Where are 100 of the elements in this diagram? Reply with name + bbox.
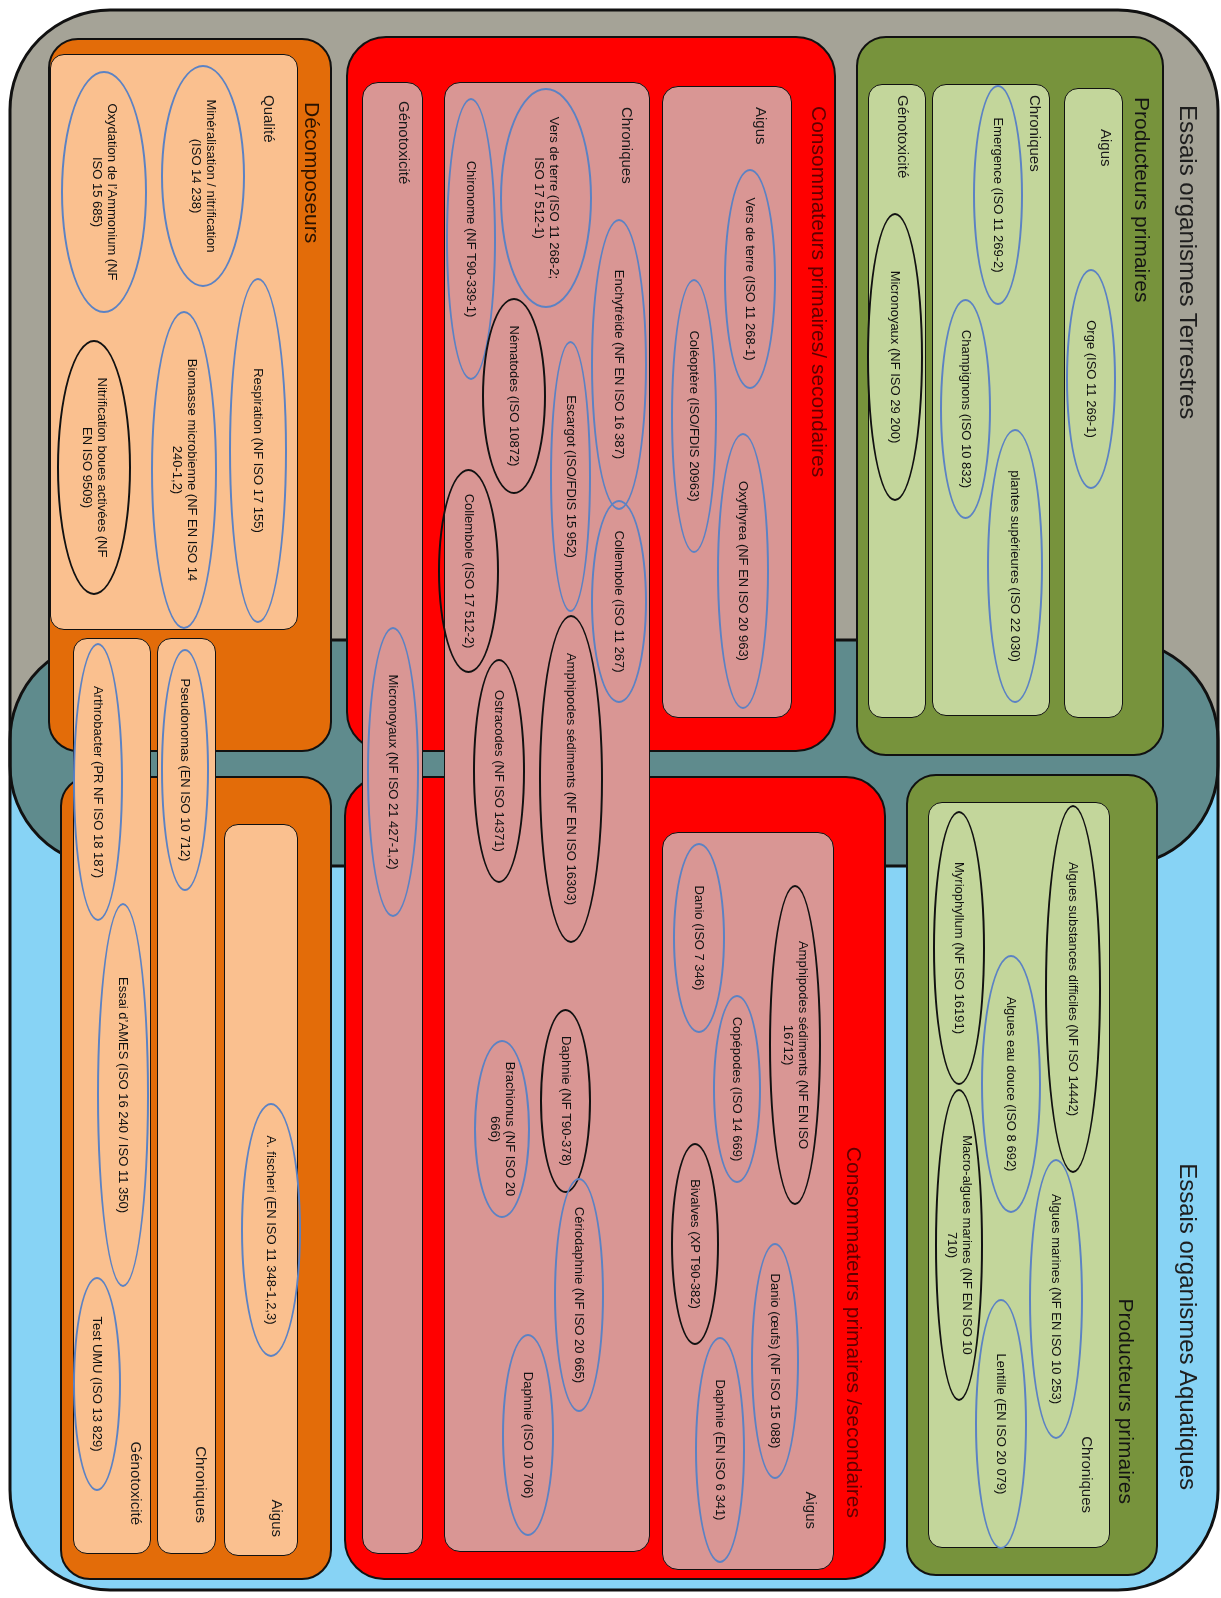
test-ellipse	[673, 843, 725, 1033]
test-ellipse	[57, 340, 131, 595]
test-ellipse	[933, 811, 985, 1085]
test-ellipse	[751, 1243, 799, 1479]
test-label: Brachionus (NF ISO 20 666)	[487, 1060, 517, 1199]
category-title: Décomposeurs	[300, 102, 324, 244]
test-label: Copépodes (ISO 14 669)	[729, 1016, 745, 1162]
subcategory-panel	[157, 638, 216, 1554]
test-ellipse	[161, 649, 209, 891]
subcategory-panel	[362, 82, 423, 1554]
test-ellipse	[713, 995, 761, 1183]
test-label: Ostracodes (NF ISO 14371)	[491, 690, 507, 852]
test-label: Nématodes (ISO 10872)	[506, 325, 522, 467]
test-label: Daphnie (ISO 10 706)	[520, 1371, 536, 1499]
subcategory-label: Aigus	[802, 1491, 819, 1529]
subcategory-panel	[928, 802, 1110, 1548]
test-ellipse	[671, 279, 717, 553]
test-label: Minéralisation / nitrification (ISO 14 238)	[188, 98, 218, 255]
test-label: Daphnie (EN ISO 6 341)	[712, 1379, 728, 1521]
test-ellipse	[446, 98, 496, 380]
test-label: Algues marines (NF EN ISO 10 253)	[1048, 1193, 1064, 1405]
category-title: Producteurs primaires	[1130, 97, 1154, 303]
test-label: Bivalves (XP T90-382)	[687, 1179, 703, 1309]
subcategory-label: Aigus	[268, 1499, 285, 1537]
subcategory-panel	[932, 84, 1050, 716]
test-ellipse	[73, 643, 123, 921]
test-ellipse	[975, 1299, 1027, 1549]
test-ellipse	[591, 500, 647, 703]
subcategory-label: Aigus	[1097, 129, 1114, 167]
test-ellipse	[940, 299, 991, 519]
test-label: plantes supérieures (ISO 22 030)	[1007, 470, 1023, 662]
test-ellipse	[1066, 269, 1116, 489]
test-ellipse	[591, 219, 647, 510]
test-ellipse	[540, 1009, 591, 1193]
test-ellipse	[867, 213, 923, 501]
test-label: Amphipodes sédiments (NF EN ISO 16303)	[563, 652, 579, 906]
test-ellipse	[539, 615, 603, 943]
test-label: Oxythyrea (NF EN ISO 20 963)	[735, 481, 751, 661]
subcategory-panel	[50, 54, 298, 630]
test-ellipse	[1045, 805, 1101, 1173]
region-title: Essais organismes Terrestres	[1174, 105, 1202, 420]
test-label: Myriophyllum (NF ISO 16191)	[951, 862, 967, 1034]
test-label: Escargot (ISO/FDIS 15 952)	[563, 395, 578, 558]
test-ellipse	[981, 955, 1041, 1213]
subcategory-label: Chroniques	[1078, 1436, 1095, 1513]
test-ellipse	[151, 311, 217, 629]
test-label: Oxydation de l’Ammonium (NF ISO 15 685)	[89, 102, 119, 283]
subcategory-label: Chroniques	[618, 107, 635, 184]
subcategory-panel	[1064, 88, 1123, 718]
test-ellipse	[229, 278, 287, 623]
test-ellipse	[935, 1089, 983, 1401]
test-ellipse	[973, 85, 1023, 305]
test-ellipse	[500, 88, 592, 308]
subcategory-panel	[662, 832, 834, 1570]
test-ellipse	[161, 65, 245, 287]
region-title: Essais organismes Aquatiques	[1174, 1163, 1202, 1490]
subcategory-panel	[444, 82, 650, 1552]
test-ellipse	[73, 1277, 121, 1491]
test-label: Micronoyaux (NF ISO 21 427-1,2)	[385, 674, 401, 870]
test-label: Arthrobacter (PR NF ISO 18 187)	[90, 685, 106, 879]
test-label: Emergence (ISO 11 269-2)	[990, 117, 1006, 273]
test-ellipse	[987, 429, 1043, 703]
test-label: Vers de terre (ISO 11 268-1)	[742, 197, 758, 361]
test-ellipse	[554, 1178, 604, 1412]
subcategory-panel	[662, 86, 792, 718]
test-ellipse	[97, 903, 149, 1287]
test-label: Danio (œufs) (NF ISO 15 088)	[767, 1273, 783, 1449]
test-label: Champignons (ISO 10 832)	[958, 329, 973, 489]
subcategory-label: Génotoxicité	[127, 1441, 144, 1525]
test-label: Chironome (NF T90-339-1)	[463, 160, 479, 318]
test-label: Micronoyaux (NF ISO 29 200)	[887, 270, 903, 444]
subcategory-label: Génotoxicité	[894, 95, 911, 179]
subcategory-panel	[224, 824, 298, 1556]
test-label: Essai d’AMES (ISO 16 240 / ISO 11 350)	[115, 976, 131, 1213]
test-ellipse	[695, 1337, 745, 1563]
test-ellipse	[474, 1040, 530, 1218]
test-label: Test UMU (ISO 13 829)	[89, 1316, 105, 1452]
category-title: Producteurs primaires	[1114, 1298, 1138, 1504]
test-label: Enchytréide (NF EN ISO 16 387)	[611, 269, 627, 460]
test-label: Amphipodes sédiments (NF EN ISO 16712)	[780, 939, 810, 1152]
category-title: Consommateurs primaires/ secondaires	[807, 106, 831, 478]
test-ellipse	[482, 298, 546, 494]
test-label: Coléoptère (ISO/FDIS 20963)	[686, 330, 702, 502]
test-label: Lentille (EN ISO 20 079)	[993, 1353, 1009, 1495]
subcategory-label: Qualité	[260, 95, 277, 143]
test-ellipse	[717, 433, 769, 709]
category-panel	[906, 774, 1158, 1576]
category-panel	[856, 36, 1164, 756]
test-label: Macro-algues marines (NF EN ISO 10 710)	[944, 1134, 974, 1357]
subcategory-panel	[868, 84, 926, 718]
test-label: Danio (ISO 7 346)	[691, 885, 707, 991]
test-label: Vers de terre (ISO 11 268-2; ISO 17 512-1)	[531, 115, 561, 282]
test-label: Biomasse microbienne (NF EN ISO 14 240-1,2)	[169, 357, 199, 584]
subcategory-label: Aigus	[752, 107, 769, 145]
test-label: Pseudonomas (EN ISO 10 712)	[177, 678, 193, 862]
test-label: Collembole (ISO 17 512-2)	[461, 493, 476, 649]
test-ellipse	[61, 71, 147, 313]
test-ellipse	[550, 341, 591, 612]
test-ellipse	[1029, 1159, 1083, 1439]
test-ellipse	[367, 627, 419, 917]
